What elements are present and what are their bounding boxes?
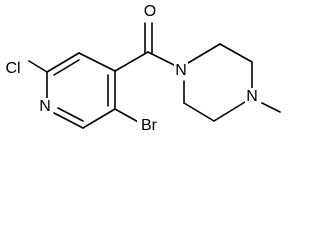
bond-c2-cl [28, 60, 48, 73]
double-bond-inner-c2-c3 [53, 59, 80, 76]
bond-c3-c4 [78, 52, 116, 72]
piperazine-nitrogen-1-label-bg [174, 62, 188, 80]
piperazine-nitrogen-4-label-bg [245, 88, 259, 106]
bromine-label-bg [137, 117, 161, 135]
bond-c4-carbonyl [114, 51, 149, 72]
bond-n4-methyl [261, 102, 281, 113]
bond-c2-c3 [46, 52, 80, 73]
oxygen-label-bg [143, 3, 157, 21]
piperazine-nitrogen-4-label: N [246, 88, 258, 105]
bond-carbonyl-n [147, 51, 179, 68]
double-bond-inner-c6-n1 [57, 107, 84, 122]
pyridine-nitrogen-label-bg [38, 98, 52, 116]
chlorine-label: Cl [5, 60, 20, 77]
bond-n4-c5-piperazine [213, 101, 246, 122]
pyridine-nitrogen-label: N [39, 98, 51, 115]
bond-c5-c6-piperazine [183, 102, 215, 122]
chlorine-label-bg [1, 60, 25, 78]
bond-c2-c3-piperazine [219, 43, 253, 63]
bond-n1-c2-piperazine [187, 43, 221, 64]
bromine-label: Br [141, 117, 158, 134]
molecule-canvas: O Cl N Br N N [1, 3, 281, 135]
piperazine-nitrogen-1-label: N [175, 62, 187, 79]
bond-c5-br [114, 108, 141, 124]
bond-c6-n1 [53, 112, 84, 129]
oxygen-label: O [144, 3, 156, 20]
bond-c5-c6 [82, 108, 116, 129]
structure-diagram: O Cl N Br N N [1, 3, 281, 135]
